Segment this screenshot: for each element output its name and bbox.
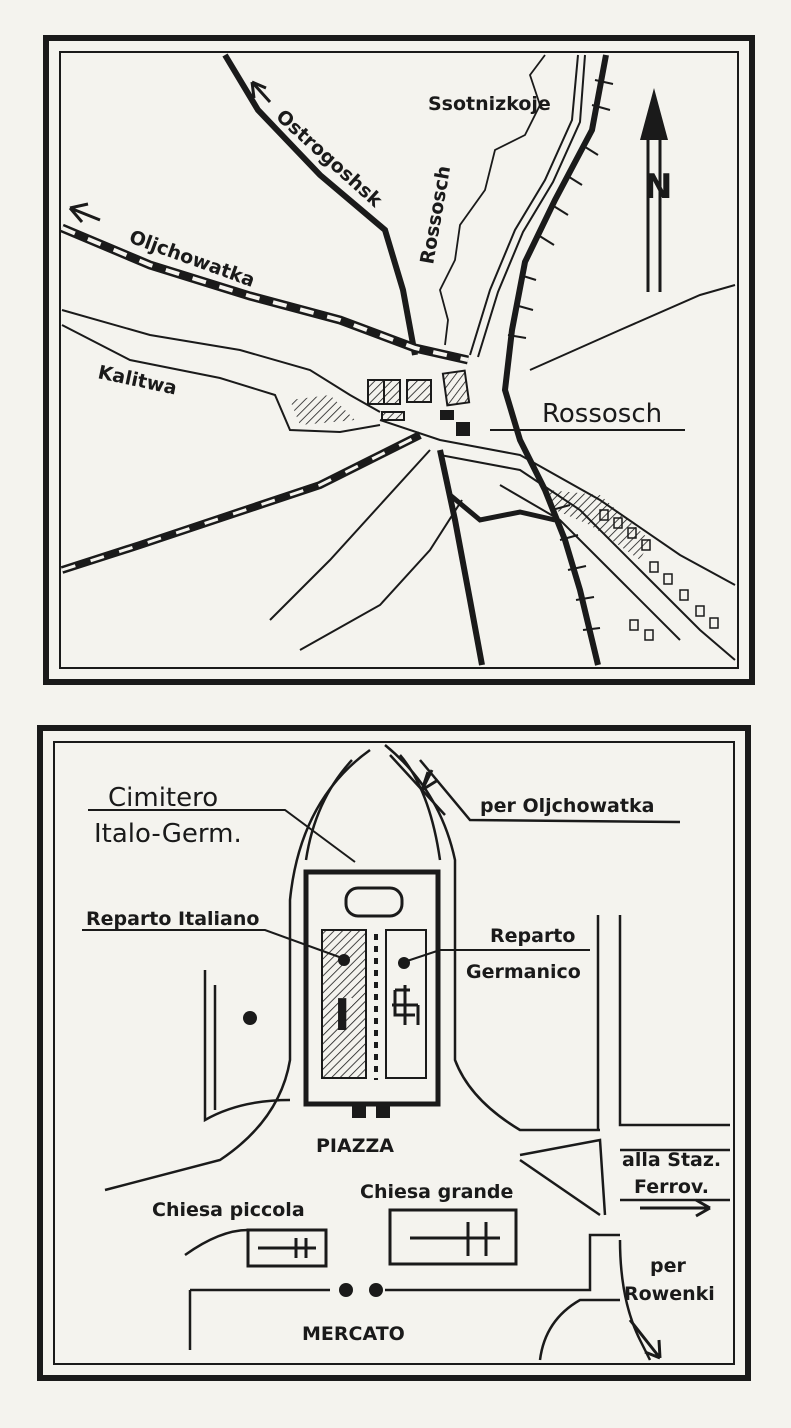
big-church-cross — [410, 1222, 500, 1256]
road-ostrogoshsk — [222, 53, 418, 356]
river-rossosch — [439, 54, 546, 346]
small-church-cross — [258, 1238, 316, 1258]
marsh-east — [548, 490, 650, 560]
railway-main — [501, 54, 609, 666]
leader-lines — [82, 809, 590, 963]
market-label: MERCATO — [302, 1323, 405, 1345]
overview-map-outer-frame — [43, 35, 755, 685]
detail-map-outer-frame — [37, 725, 751, 1381]
overview-map: N Rossosch Ssotnizkoje Ostrogoshsk Oljch… — [43, 35, 755, 685]
railway-southwest — [60, 431, 422, 574]
gate-pillar-left — [352, 1104, 366, 1118]
rowenki-label-line1: per — [650, 1255, 686, 1277]
small-church-label: Chiesa piccola — [152, 1199, 305, 1221]
railway-oljchowatka — [60, 223, 469, 365]
road-label-ostrogoshsk: Ostrogoshsk — [272, 105, 387, 212]
station-label-line1: alla Staz. — [622, 1149, 721, 1171]
road-south-main — [437, 449, 485, 666]
italian-section-label: Reparto Italiano — [86, 908, 259, 930]
railway-southwest-dash — [61, 433, 421, 572]
cemetery-chapel — [344, 886, 404, 918]
market-post-right — [369, 1283, 383, 1297]
detail-map-inner-frame — [53, 741, 735, 1365]
rowenki-label-line2: Rowenki — [624, 1283, 715, 1305]
marsh-west — [290, 395, 355, 425]
track-southwest — [269, 449, 431, 621]
railway-oljchowatka-dash — [61, 226, 469, 362]
small-church-building — [246, 1228, 328, 1268]
cemetery-label-line1: Cimitero — [108, 783, 218, 813]
market-post-left — [339, 1283, 353, 1297]
track-southeast — [499, 484, 681, 641]
detail-map: I Cimitero Italo-Germ. per Oljchowatka R… — [37, 725, 751, 1381]
town-label-rossosch: Rossosch — [542, 399, 662, 429]
italian-section-marker — [338, 954, 350, 966]
road-ostrogoshsk-arrow — [250, 80, 272, 104]
german-section-label-line1: Reparto — [490, 925, 575, 947]
piazza-label: PIAZZA — [316, 1135, 394, 1157]
marsh-east-symbols — [599, 509, 719, 641]
railway-main-ticks — [507, 79, 614, 631]
arrow-oljchowatka — [420, 769, 439, 792]
cemetery-enclosure — [303, 869, 441, 1107]
overview-map-inner-frame — [59, 51, 739, 669]
road-label-oljchowatka-detail: per Oljchowatka — [480, 795, 654, 817]
gate-pillar-right — [376, 1104, 390, 1118]
big-church-building — [388, 1208, 518, 1266]
track-east — [529, 284, 736, 371]
road-north-double-a — [469, 54, 579, 356]
detail-roads — [104, 744, 730, 1361]
river-label-rossosch: Rossosch — [416, 164, 455, 266]
track-south — [299, 499, 463, 651]
river-kalitwa-bank-south — [61, 324, 381, 434]
station-label-line2: Ferrov. — [634, 1176, 709, 1198]
railway-oljchowatka-arrow — [68, 202, 101, 223]
german-section-marker — [398, 957, 410, 969]
river-kalitwa-east-south — [439, 454, 736, 661]
road-south-branch — [448, 493, 556, 523]
cemetery-label-line2: Italo-Germ. — [94, 819, 242, 849]
town-blocks — [367, 369, 471, 436]
german-section-label-line2: Germanico — [466, 961, 581, 983]
river-kalitwa-east-north — [379, 419, 736, 586]
arrow-rowenki — [628, 1319, 662, 1360]
river-kalitwa-bank-north — [61, 309, 381, 413]
italian-symbol: I — [334, 990, 350, 1041]
big-church-label: Chiesa grande — [360, 1181, 513, 1203]
north-arrow: N — [640, 88, 672, 292]
arrow-station — [640, 1198, 711, 1218]
road-north-double-b — [477, 54, 586, 358]
village-label-ssotnizkoje: Ssotnizkoje — [428, 93, 551, 115]
north-letter: N — [644, 167, 672, 207]
location-dot — [243, 1011, 257, 1025]
german-symbol — [392, 985, 420, 1025]
